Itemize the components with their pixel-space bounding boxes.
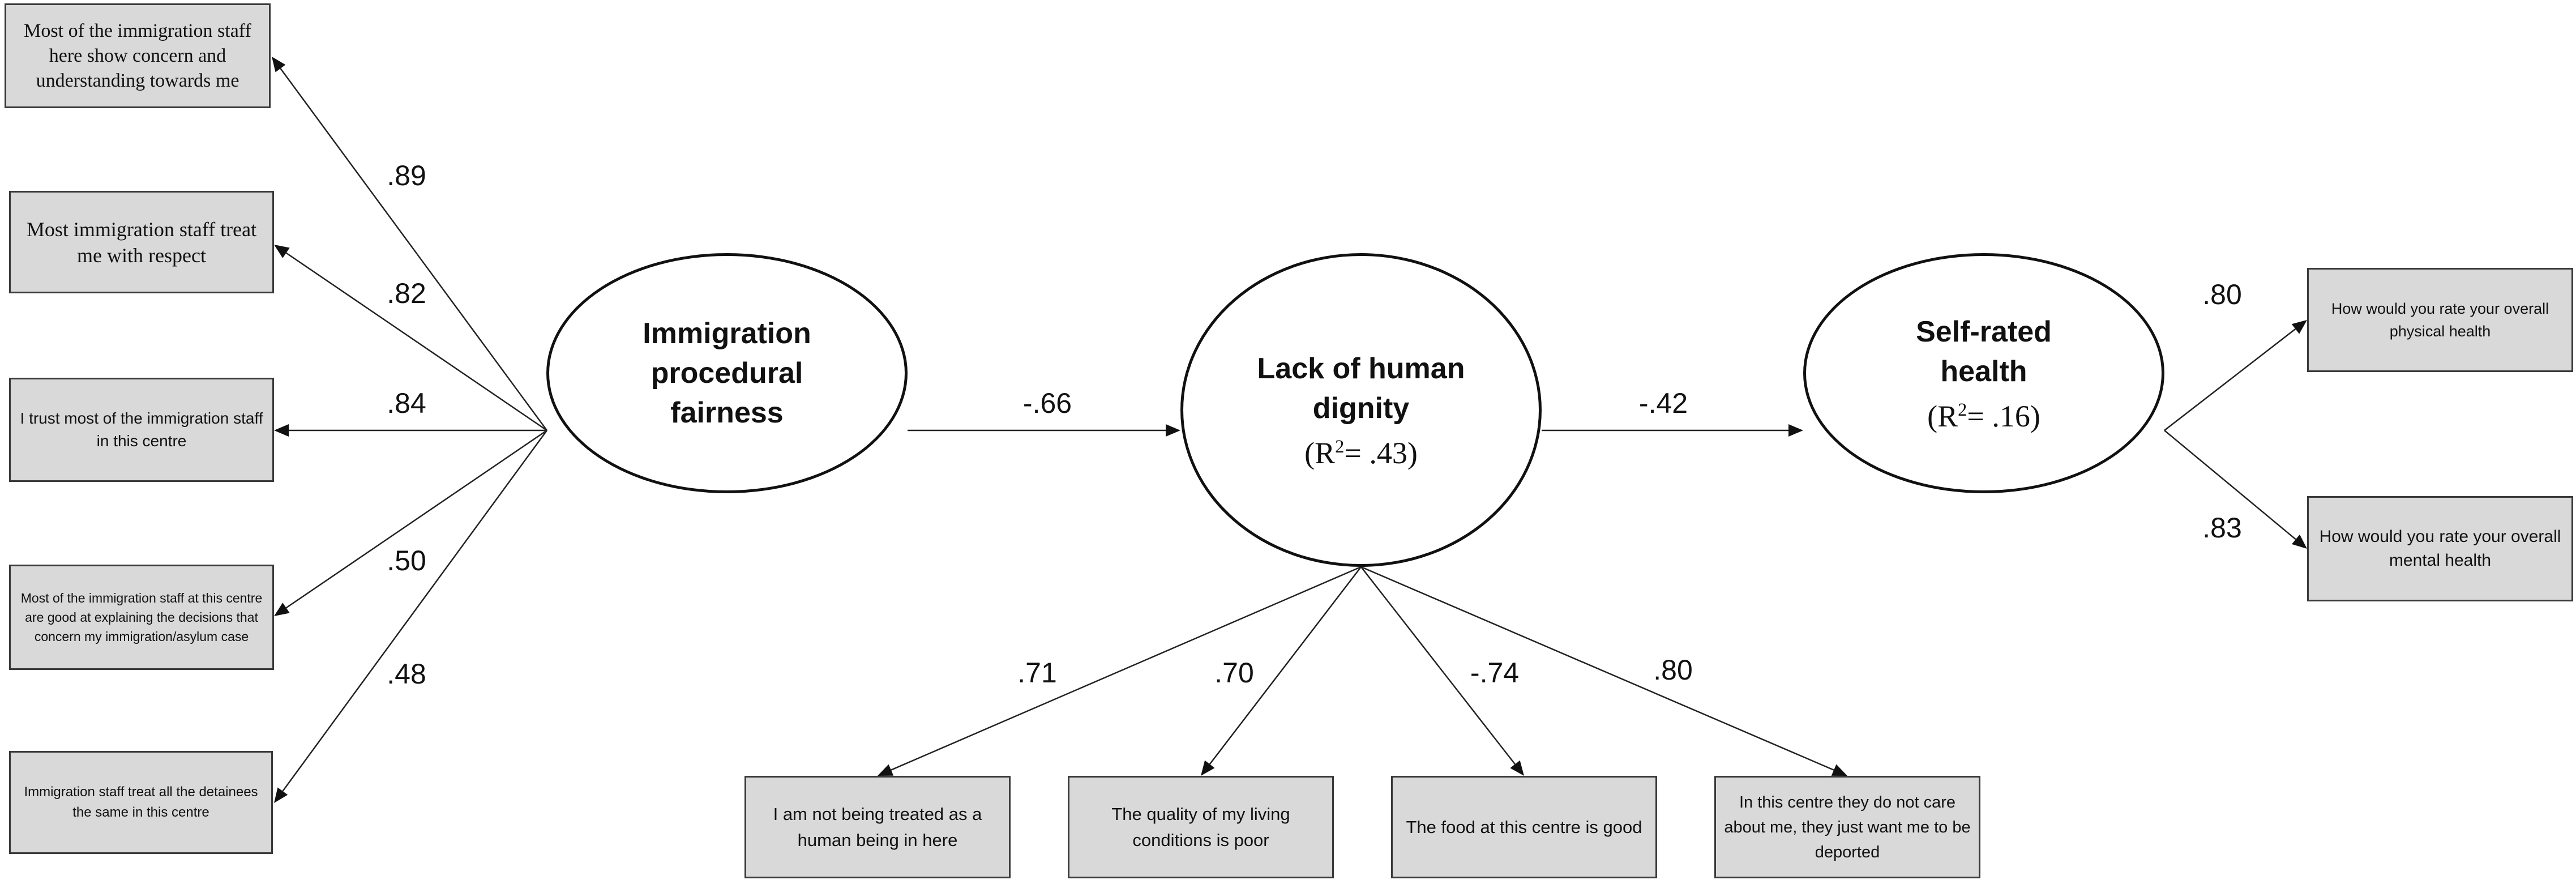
arrow-fairness-item-2 — [274, 245, 547, 432]
r2-prefix: (R — [1927, 399, 1958, 433]
dignity-item-2-text: The quality of my living conditions is p… — [1111, 804, 1290, 850]
arrow-fairness-item-5 — [274, 430, 548, 803]
fairness-item-4-text: Most of the immigration staff at this ce… — [20, 591, 263, 644]
health-item-2-text: How would you rate your overall mental h… — [2319, 527, 2561, 570]
health-item-1-box: How would you rate your overall physical… — [2307, 268, 2573, 372]
latent-name-line: dignity — [1312, 391, 1410, 425]
arrow-dignity-to-health — [1542, 424, 1803, 437]
arrow-fairness-item-4 — [274, 429, 547, 616]
arrow-dignity-item-4 — [1360, 566, 1847, 776]
health-item-2-box: How would you rate your overall mental h… — [2307, 496, 2573, 601]
dignity-item-1-box: I am not being treated as a human being … — [744, 776, 1011, 878]
loading-label-fairness-3: .84 — [387, 387, 426, 419]
dignity-item-4-text: In this centre they do not care about me… — [1724, 793, 1971, 861]
fairness-item-3-text: I trust most of the immigration staff in… — [20, 409, 263, 450]
health-item-1-text: How would you rate your overall physical… — [2331, 300, 2549, 340]
loading-label-health-1: .80 — [2202, 279, 2242, 310]
r2-superscript: 2 — [1335, 436, 1345, 457]
latent-name-line: fairness — [670, 396, 784, 429]
arrow-health-item-1 — [2164, 320, 2307, 431]
arrow-dignity-item-2 — [1201, 566, 1362, 776]
loading-label-dignity-1: .71 — [1017, 657, 1057, 689]
fairness-item-2-text: Most immigration staff treat me with res… — [26, 217, 257, 267]
r2-value: = .43) — [1344, 435, 1418, 470]
dignity-item-4-box: In this centre they do not care about me… — [1714, 776, 1980, 878]
arrow-health-item-2 — [2164, 430, 2307, 549]
fairness-item-1-text: Most of the immigration staff here show … — [24, 20, 251, 91]
latent-name-line: procedural — [651, 357, 803, 390]
r-squared-label: (R2= .43) — [1304, 428, 1418, 472]
dignity-item-1-text: I am not being treated as a human being … — [773, 804, 982, 850]
loading-label-fairness-4: .50 — [387, 545, 426, 576]
latent-self-rated-health: Self-rated health (R2= .16) — [1803, 253, 2164, 493]
fairness-item-2-box: Most immigration staff treat me with res… — [9, 191, 274, 293]
loading-label-dignity-4: .80 — [1653, 654, 1693, 686]
latent-lack-of-human-dignity: Lack of human dignity (R2= .43) — [1180, 253, 1542, 567]
fairness-item-4-box: Most of the immigration staff at this ce… — [9, 565, 274, 670]
dignity-item-3-box: The food at this centre is good — [1391, 776, 1657, 878]
fairness-item-5-box: Immigration staff treat all the detainee… — [9, 751, 273, 854]
arrow-fairness-to-dignity — [908, 424, 1180, 437]
r2-prefix: (R — [1304, 435, 1336, 470]
fairness-item-1-box: Most of the immigration staff here show … — [5, 3, 271, 108]
loading-label-fairness-2: .82 — [387, 277, 426, 309]
loading-label-dignity-2: .70 — [1214, 657, 1254, 689]
arrow-dignity-item-3 — [1360, 566, 1524, 776]
fairness-item-5-text: Immigration staff treat all the detainee… — [24, 784, 258, 820]
loading-label-health-2: .83 — [2202, 512, 2242, 544]
arrow-fairness-item-1 — [272, 57, 548, 431]
loading-label-dignity-3: -.74 — [1470, 657, 1520, 689]
arrow-fairness-item-3 — [274, 424, 547, 437]
dignity-item-2-box: The quality of my living conditions is p… — [1068, 776, 1334, 878]
r-squared-label: (R2= .16) — [1927, 391, 2040, 435]
loading-label-fairness-5: .48 — [387, 658, 426, 690]
arrow-dignity-item-1 — [878, 566, 1362, 776]
r2-superscript: 2 — [1958, 399, 1967, 420]
dignity-item-3-text: The food at this centre is good — [1406, 817, 1642, 837]
path-label-fairness-dignity: -.66 — [1022, 387, 1072, 419]
latent-name-line: Lack of human — [1257, 352, 1465, 385]
fairness-item-3-box: I trust most of the immigration staff in… — [9, 378, 274, 482]
latent-name-line: Immigration — [643, 317, 811, 350]
latent-name-line: Self-rated — [1916, 315, 2052, 348]
r2-value: = .16) — [1967, 399, 2040, 433]
latent-immigration-procedural-fairness: Immigration procedural fairness — [546, 253, 908, 493]
latent-name-line: health — [1940, 355, 2027, 388]
loading-label-fairness-1: .89 — [387, 160, 426, 191]
path-label-dignity-health: -.42 — [1638, 387, 1688, 419]
